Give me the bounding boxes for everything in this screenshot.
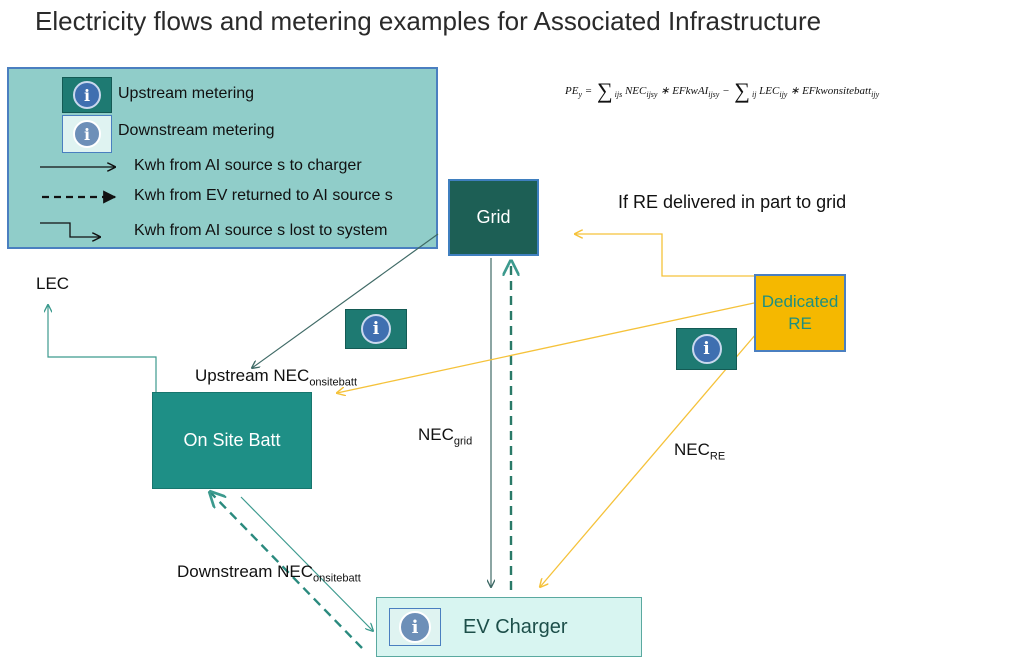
sum-symbol-1: ∑ [596,78,613,103]
ev-charger-label: EV Charger [463,615,568,638]
batt-to-lec-arrow [48,305,157,392]
nec-re-label: NECRE [674,440,725,462]
grid-node: Grid [448,179,539,256]
grid-to-batt-arrow [252,233,439,368]
batt-to-ev-arrow [240,496,373,631]
info-icon: i [361,314,391,344]
lec-label: LEC [36,274,70,293]
pe-formula: PEy = ∑ijs NECijsy ∗ EFkwAIijsy − ∑ij LE… [565,78,879,104]
formula-term-efkwai: EFkwAI [672,85,709,97]
upstream-nec-sub: onsitebatt [309,376,358,389]
legend-kwh-returned: Kwh from EV returned to AI source s [134,187,393,204]
grid-label: Grid [476,207,511,227]
formula-minus: − [722,85,730,97]
downstream-nec-text: Downstream NEC [177,562,314,581]
nec-grid-sub: grid [453,435,473,448]
on-site-batt-label: On Site Batt [183,430,281,450]
formula-term-nec-sub: ijsy [646,90,658,100]
legend-loss-arrow [40,222,100,237]
formula-lhs-sub: y [578,90,583,100]
upstream-batt-meter-icon: i [345,309,407,349]
ev-charger-downstream-meter-icon: i [389,608,441,646]
page-title: Electricity flows and metering examples … [35,6,822,36]
sum1-sub: ijs [614,90,623,100]
legend-kwh-lost: Kwh from AI source s lost to system [134,222,388,239]
sum2-sub: ij [751,90,757,100]
nec-grid-label: NECgrid [418,425,472,447]
ev-to-batt-return-arrow [210,492,363,649]
legend-upstream-metering: Upstream metering [118,85,255,102]
dedicated-re-node: Dedicated RE [754,274,846,352]
upstream-metering-info-icon: i [62,77,112,113]
formula-term-lec-sub: ijy [779,90,788,100]
downstream-nec-label: Downstream NEConsitebatt [177,562,361,584]
formula-times-2: ∗ [790,85,800,97]
on-site-batt-node: On Site Batt [152,392,312,489]
info-icon: i [691,334,722,364]
formula-lhs: PE [565,85,579,97]
info-icon: i [399,611,431,643]
formula-times-1: ∗ [660,85,670,97]
legend-kwh-to-charger: Kwh from AI source s to charger [134,157,362,174]
info-icon: i [73,81,101,109]
ev-charger-node: i EV Charger [376,597,642,657]
downstream-nec-sub: onsitebatt [313,572,361,585]
formula-term-lec: LEC [759,85,780,97]
re-to-ev-arrow [540,333,757,587]
downstream-metering-info-icon: i [62,115,112,153]
if-re-delivered-label: If RE delivered in part to grid [618,192,847,212]
nec-grid-text: NEC [418,425,454,444]
formula-eq: = [584,85,593,97]
formula-term-efkwai-sub: ijsy [708,90,720,100]
formula-term-efkwonsitebatt: EFkwonsitebatt [802,85,872,97]
nec-re-text: NEC [674,440,710,459]
legend-panel: i Upstream metering i Downstream meterin… [7,67,438,249]
formula-term-efkwonsitebatt-sub: ijy [871,90,880,100]
info-icon: i [73,120,101,148]
nec-re-sub: RE [709,450,726,463]
dedicated-re-label-line1: Dedicated [761,291,839,311]
re-to-batt-arrow [337,302,755,393]
sum-symbol-2: ∑ [734,78,750,103]
legend-downstream-metering: Downstream metering [118,122,275,139]
upstream-nec-text: Upstream NEC [195,366,310,385]
upstream-nec-label: Upstream NEConsitebatt [195,366,357,388]
dedicated-re-label-line2: RE [788,314,812,333]
formula-term-nec: NEC [624,85,647,97]
upstream-re-meter-icon: i [676,328,737,370]
re-to-grid-arrow [575,234,754,277]
